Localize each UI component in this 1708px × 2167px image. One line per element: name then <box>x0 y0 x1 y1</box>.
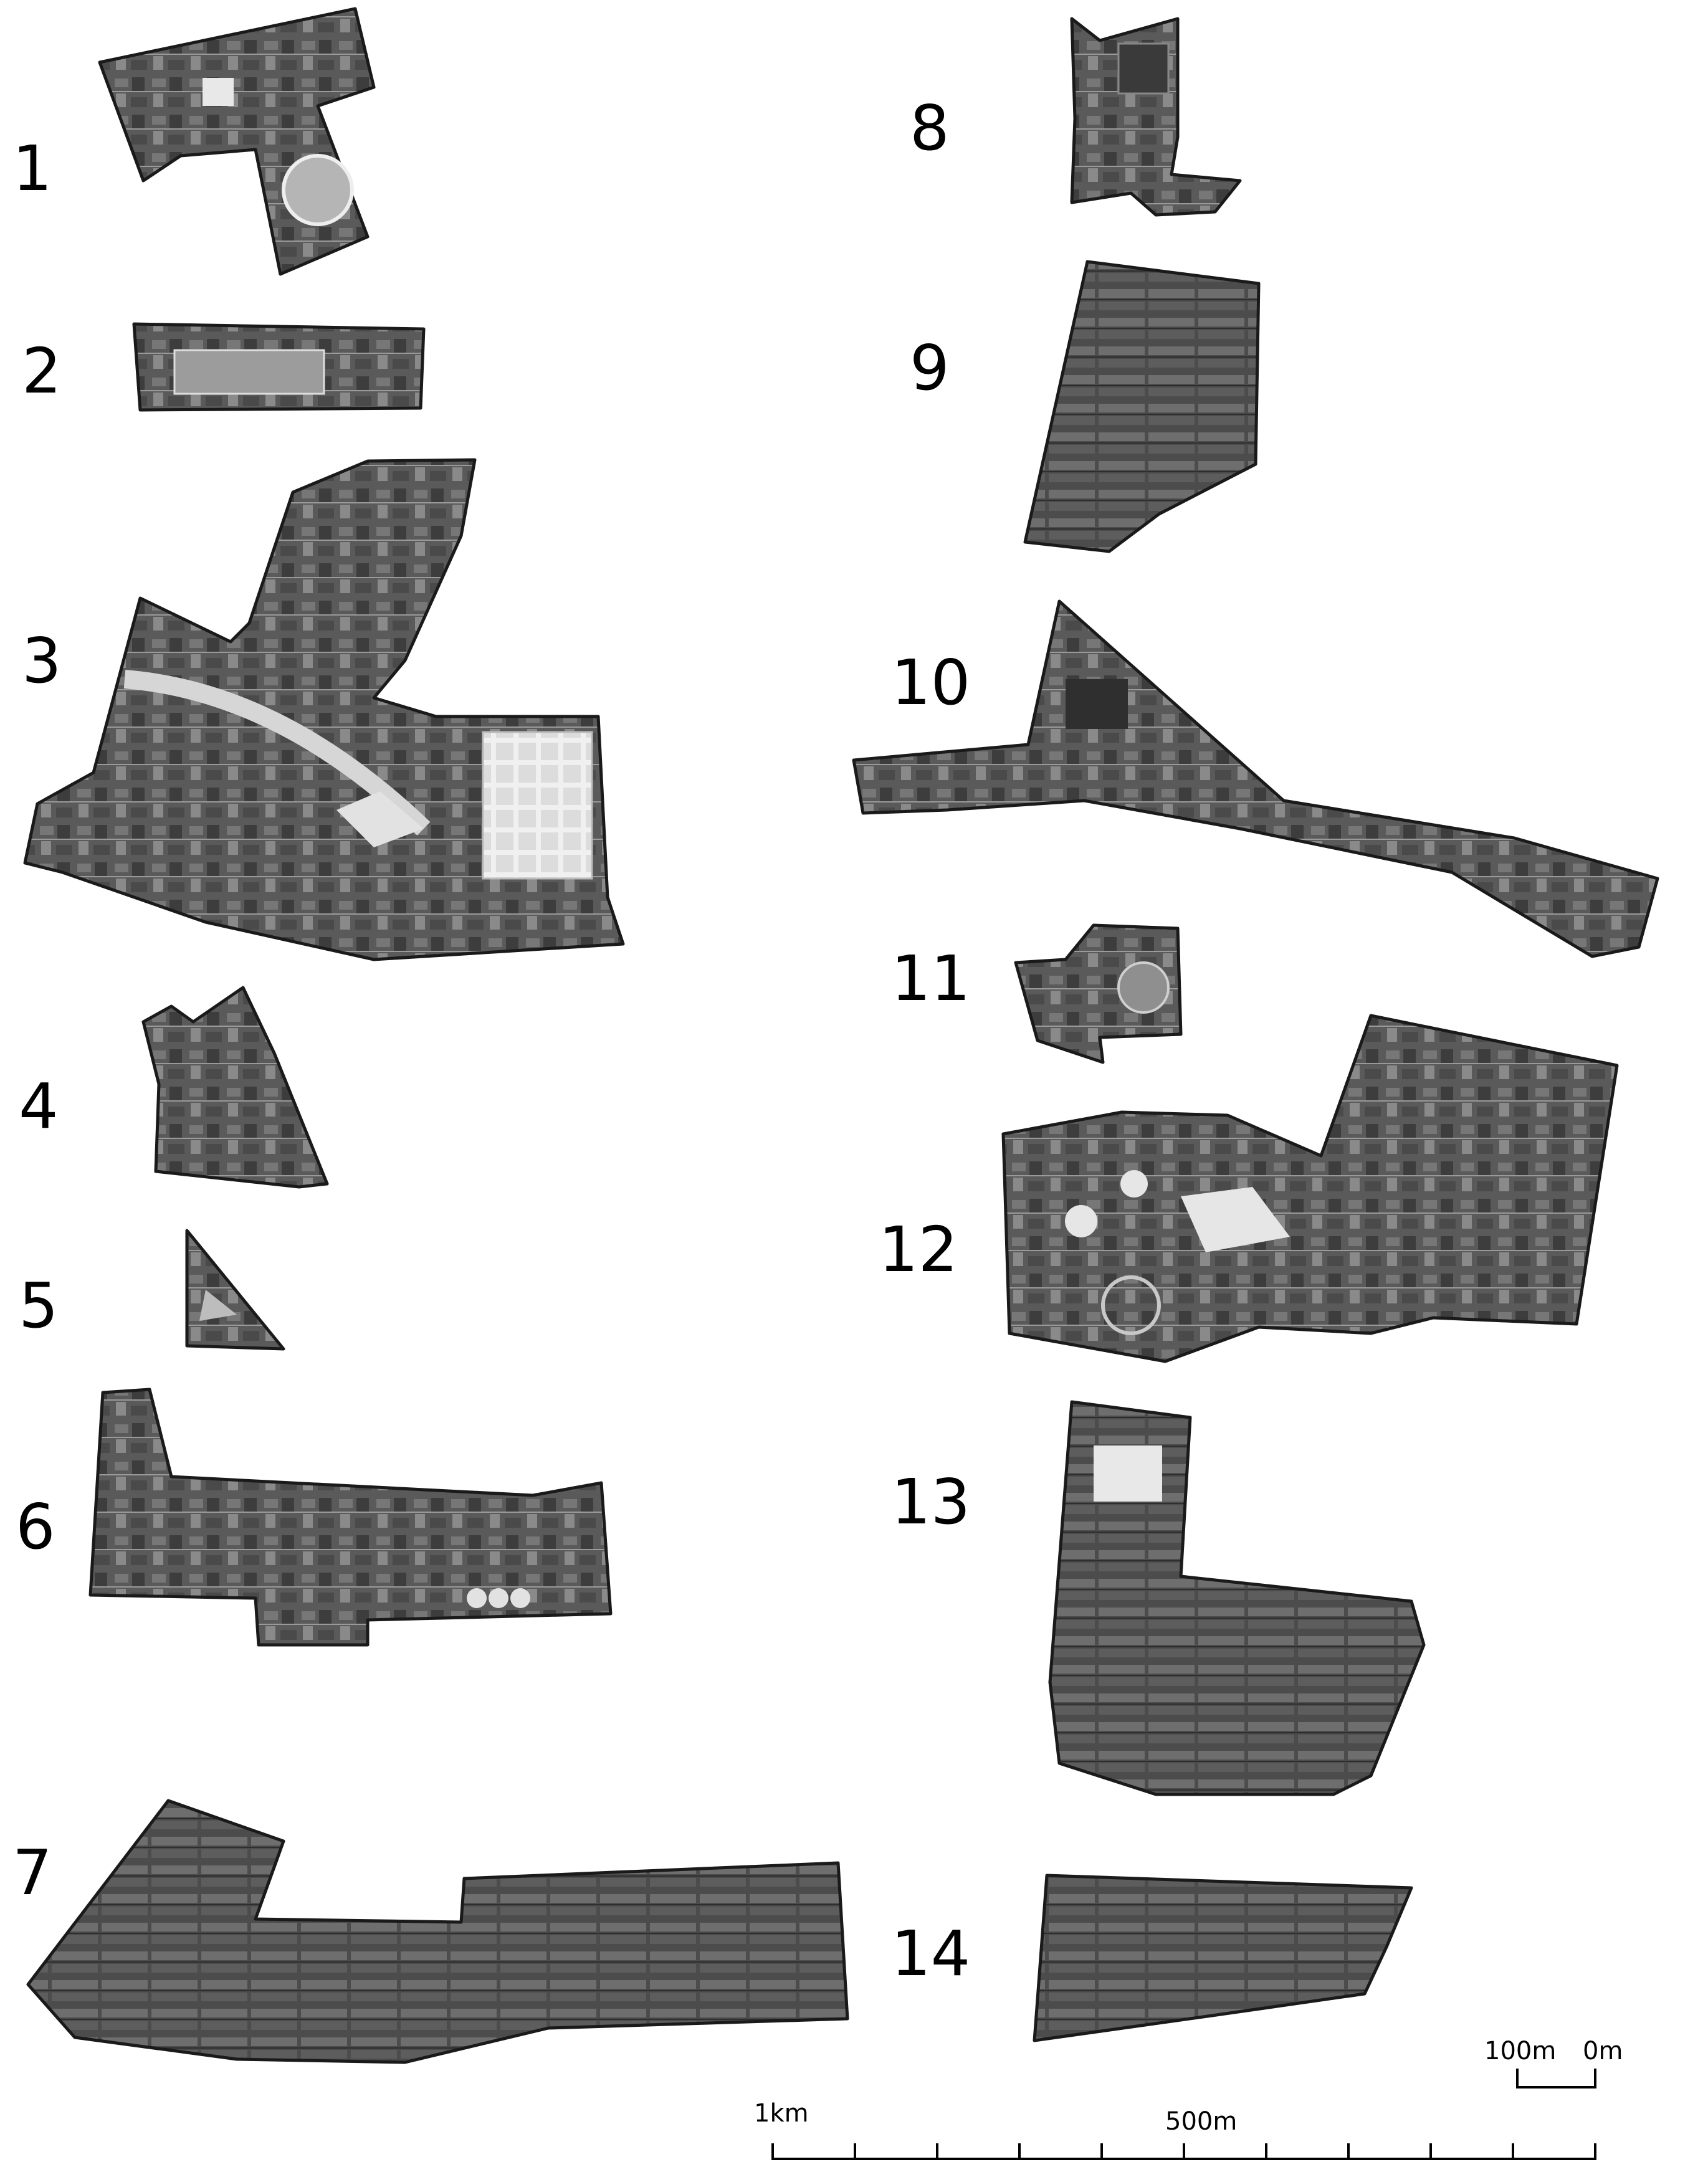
site-label-6: 6 <box>16 1490 55 1563</box>
site-5-area <box>185 1229 285 1351</box>
site-8-area <box>1070 17 1242 217</box>
site-6-tank <box>489 1588 508 1608</box>
site-label-9: 9 <box>910 331 950 404</box>
site-2-roof <box>173 349 325 395</box>
site-10-area <box>852 599 1659 958</box>
site-6-tank <box>510 1588 530 1608</box>
site-label-7: 7 <box>12 1836 52 1909</box>
site-1-area <box>98 7 376 276</box>
site-label-13: 13 <box>891 1465 970 1538</box>
site-label-4: 4 <box>19 1070 59 1143</box>
site-11-area <box>1014 923 1183 1064</box>
site-12-white-roof <box>1181 1187 1290 1252</box>
site-label-8: 8 <box>910 92 950 164</box>
site-12-area <box>1001 1014 1619 1363</box>
site-7-area <box>26 1799 849 2064</box>
site-label-11: 11 <box>891 942 970 1015</box>
site-label-14: 14 <box>891 1917 970 1990</box>
site-label-1: 1 <box>12 132 52 205</box>
scale-bar-small <box>1516 2069 1596 2088</box>
scale-label-100m: 100m <box>1484 2037 1556 2065</box>
site-6-tank <box>467 1588 487 1608</box>
site-5-building <box>199 1290 237 1321</box>
site-12-tank <box>1065 1205 1097 1237</box>
site-3-building <box>336 791 424 847</box>
site-3-area <box>23 458 625 961</box>
site-4-area <box>141 986 329 1189</box>
site-11-tank <box>1117 961 1170 1014</box>
site-13-white-roof <box>1094 1445 1162 1502</box>
site-9-area <box>1023 260 1261 553</box>
site-label-3: 3 <box>22 624 62 697</box>
site-6-area <box>88 1388 613 1647</box>
site-14-area <box>1033 1874 1413 2042</box>
site-10-building <box>1066 679 1128 729</box>
site-1-stadium <box>282 154 354 226</box>
scale-bar-large <box>771 2143 1596 2160</box>
scale-label-0m: 0m <box>1583 2037 1623 2065</box>
site-label-5: 5 <box>19 1269 59 1342</box>
site-8-building <box>1117 42 1170 95</box>
site-label-10: 10 <box>891 646 970 719</box>
site-12-tank <box>1120 1170 1148 1198</box>
site-label-12: 12 <box>879 1213 958 1286</box>
site-3-elevated-road <box>123 670 431 836</box>
site-3-roof-grid <box>482 731 593 880</box>
site-label-2: 2 <box>22 335 62 407</box>
site-12-track <box>1101 1275 1161 1335</box>
site-1-building <box>203 78 234 106</box>
scale-label-1km: 1km <box>754 2099 809 2128</box>
scale-label-500m: 500m <box>1165 2107 1237 2136</box>
